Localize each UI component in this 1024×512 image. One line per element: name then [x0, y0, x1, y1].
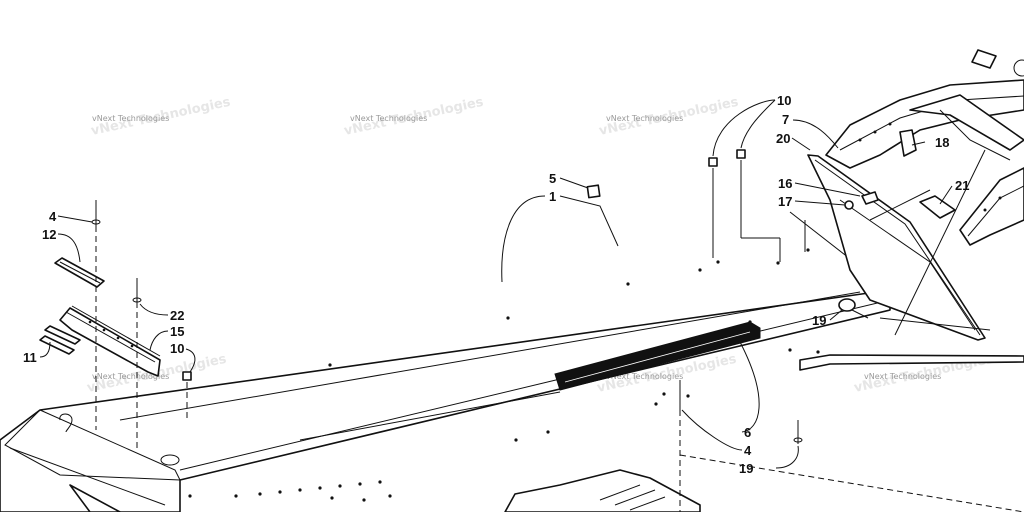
fasteners-center — [679, 149, 1024, 512]
callout-12: 12 — [42, 227, 56, 242]
callout-16: 16 — [778, 176, 792, 191]
callout-6: 6 — [744, 425, 751, 440]
callout-21: 21 — [955, 178, 969, 193]
callout-19: 19 — [739, 461, 753, 476]
square-part — [586, 184, 601, 199]
rivet-part — [861, 191, 879, 205]
fasteners-left — [91, 200, 192, 448]
watermark-text: vNext Technologies — [864, 372, 941, 381]
bumper-fitting-part — [838, 298, 869, 319]
callout-22: 22 — [170, 308, 184, 323]
watermark-text: vNext Technologies — [92, 114, 169, 123]
callout-20: 20 — [776, 131, 790, 146]
callout-19: 19 — [812, 313, 826, 328]
callout-11: 11 — [23, 350, 37, 365]
tunnel-holes — [188, 248, 820, 502]
watermark-text: vNext Technologies — [350, 114, 427, 123]
grab-bar-part — [825, 49, 1024, 246]
washer-part — [844, 200, 854, 210]
bracket-part — [59, 305, 161, 377]
callout-17: 17 — [778, 194, 792, 209]
callout-7: 7 — [782, 112, 789, 127]
mount-clip-part — [919, 195, 956, 219]
callout-18: 18 — [935, 135, 949, 150]
decal-strip-part — [554, 321, 761, 391]
callout-10: 10 — [777, 93, 791, 108]
callout-15: 15 — [170, 324, 184, 339]
callout-4: 4 — [744, 443, 752, 458]
lower-bracket — [504, 469, 701, 512]
watermark-text: vNext Technologies — [606, 372, 683, 381]
callout-4: 4 — [49, 209, 57, 224]
watermark-text: vNext Technologies — [606, 114, 683, 123]
callout-10: 10 — [170, 341, 184, 356]
watermark-text: vNext Technologies — [92, 372, 169, 381]
callout-labels: 4 12 11 22 15 10 5 1 10 7 20 18 16 17 21… — [23, 93, 969, 476]
leader-lines — [39, 99, 953, 469]
callout-1: 1 — [549, 189, 556, 204]
pad-part — [44, 325, 81, 345]
nut-clip-part — [899, 129, 917, 157]
callout-5: 5 — [549, 171, 556, 186]
